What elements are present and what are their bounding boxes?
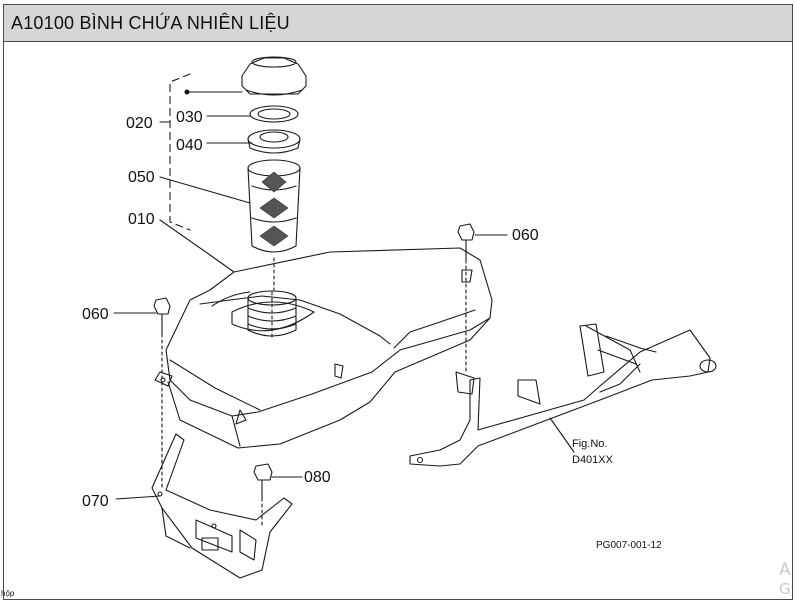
watermark-text-2: G <box>779 580 791 598</box>
bolt-080-part <box>253 463 273 529</box>
leader-fig <box>549 417 575 453</box>
strainer-050-part <box>247 159 301 291</box>
ring-040-part <box>247 129 301 154</box>
fig-ref-line1: Fig.No. <box>572 438 607 450</box>
watermark-text-1: A <box>779 560 791 580</box>
callout-030: 030 <box>176 109 203 126</box>
callout-010: 010 <box>128 211 155 228</box>
callout-050: 050 <box>128 169 155 186</box>
callout-020: 020 <box>126 115 153 132</box>
leader-070 <box>115 495 161 500</box>
header-bar: A10100 BÌNH CHỨA NHIÊN LIỆU <box>3 4 793 42</box>
callout-040: 040 <box>176 137 203 154</box>
fig-ref-line2: D401XX <box>572 454 614 466</box>
callout-080: 080 <box>304 469 331 486</box>
fuel-tank-010-part <box>154 247 493 449</box>
cropped-footer-text: hộp <box>1 589 15 598</box>
page-title: A10100 BÌNH CHỨA NHIÊN LIỆU <box>11 12 290 33</box>
bracket-070-part <box>151 433 293 579</box>
callout-060-left: 060 <box>82 306 109 323</box>
fuel-cap-part <box>241 56 307 96</box>
callout-070: 070 <box>82 493 109 510</box>
drawing-code: PG007-001-12 <box>596 540 662 551</box>
bolt-060-right-part <box>457 223 475 373</box>
frame-member-part <box>409 323 717 467</box>
bolt-060-left-part <box>153 297 171 491</box>
leader-050 <box>159 176 251 204</box>
group-bracket-020 <box>169 73 191 231</box>
leader-010 <box>159 219 235 273</box>
cropped-footer-strip: hộp <box>0 589 797 600</box>
callout-060-right: 060 <box>512 227 539 244</box>
gasket-030-part <box>249 105 299 123</box>
